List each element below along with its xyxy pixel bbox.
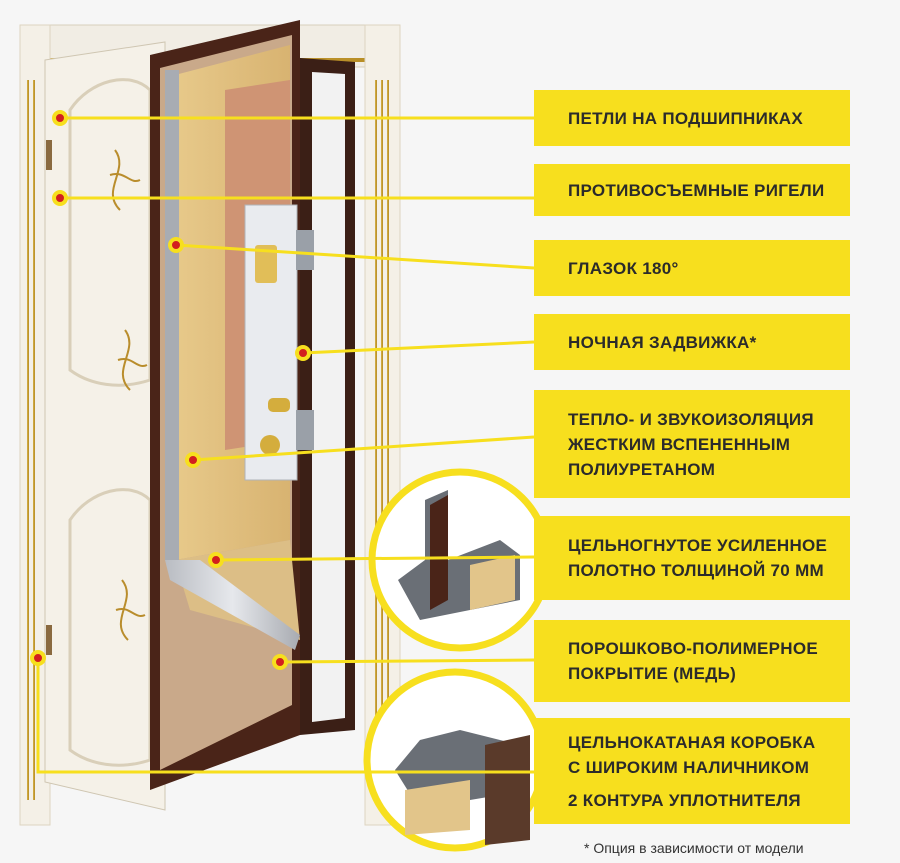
- label-bent-leaf: ЦЕЛЬНОГНУТОЕ УСИЛЕННОЕ ПОЛОТНО ТОЛЩИНОЙ …: [534, 516, 850, 600]
- label-rolled-frame: ЦЕЛЬНОКАТАНАЯ КОРОБКА С ШИРОКИМ НАЛИЧНИК…: [534, 718, 850, 824]
- marker-dots: [30, 110, 311, 670]
- label-peephole: ГЛАЗОК 180°: [534, 240, 850, 296]
- label-line: [568, 780, 850, 788]
- label-line: ГЛАЗОК 180°: [568, 258, 679, 278]
- marker-insulation: [185, 452, 201, 468]
- label-line: ПОЛИУРЕТАНОМ: [568, 459, 716, 479]
- leader-lines: [36, 116, 535, 774]
- profile-inset-leaf: [368, 468, 552, 652]
- label-line: ПОЛОТНО ТОЛЩИНОЙ 70 ММ: [568, 561, 825, 580]
- label-line: ПОРОШКОВО-ПОЛИМЕРНОЕ: [568, 639, 819, 658]
- footnote: * Опция в зависимости от модели: [584, 840, 804, 856]
- label-line: НОЧНАЯ ЗАДВИЖКА*: [568, 332, 757, 352]
- label-insulation: ТЕПЛО- И ЗВУКОИЗОЛЯЦИЯ ЖЕСТКИМ ВСПЕНЕННЫ…: [534, 390, 850, 498]
- marker-night-latch: [295, 345, 311, 361]
- label-line: ТЕПЛО- И ЗВУКОИЗОЛЯЦИЯ: [568, 409, 814, 429]
- label-hinges: ПЕТЛИ НА ПОДШИПНИКАХ: [534, 90, 850, 146]
- marker-leaf: [208, 552, 224, 568]
- door-frame: [300, 58, 355, 735]
- label-line: ПЕТЛИ НА ПОДШИПНИКАХ: [568, 108, 804, 128]
- gold-ornament-icon: [109, 149, 148, 641]
- label-line: ЦЕЛЬНОГНУТОЕ УСИЛЕННОЕ: [568, 536, 828, 555]
- label-anti-removal-bolts: ПРОТИВОСЪЕМНЫЕ РИГЕЛИ: [534, 164, 850, 216]
- label-line: 2 КОНТУРА УПЛОТНИТЕЛЯ: [568, 790, 801, 810]
- label-night-latch: НОЧНАЯ ЗАДВИЖКА*: [534, 314, 850, 370]
- marker-frame: [30, 650, 46, 666]
- label-powder-coating: ПОРОШКОВО-ПОЛИМЕРНОЕ ПОКРЫТИЕ (МЕДЬ): [534, 620, 850, 702]
- label-line: ПОКРЫТИЕ (МЕДЬ): [568, 664, 737, 683]
- profile-inset-frame: [363, 668, 547, 852]
- door-leaf-front: [44, 41, 166, 811]
- label-line: ЖЕСТКИМ ВСПЕНЕННЫМ: [568, 434, 791, 454]
- door-leaf-cutaway: [150, 20, 314, 790]
- marker-peephole: [168, 237, 184, 253]
- marker-anti-removal: [52, 190, 68, 206]
- marker-coating: [272, 654, 288, 670]
- marker-hinges: [52, 110, 68, 126]
- label-line: С ШИРОКИМ НАЛИЧНИКОМ: [568, 757, 810, 777]
- label-line: ПРОТИВОСЪЕМНЫЕ РИГЕЛИ: [568, 180, 825, 200]
- label-line: ЦЕЛЬНОКАТАНАЯ КОРОБКА: [568, 732, 816, 752]
